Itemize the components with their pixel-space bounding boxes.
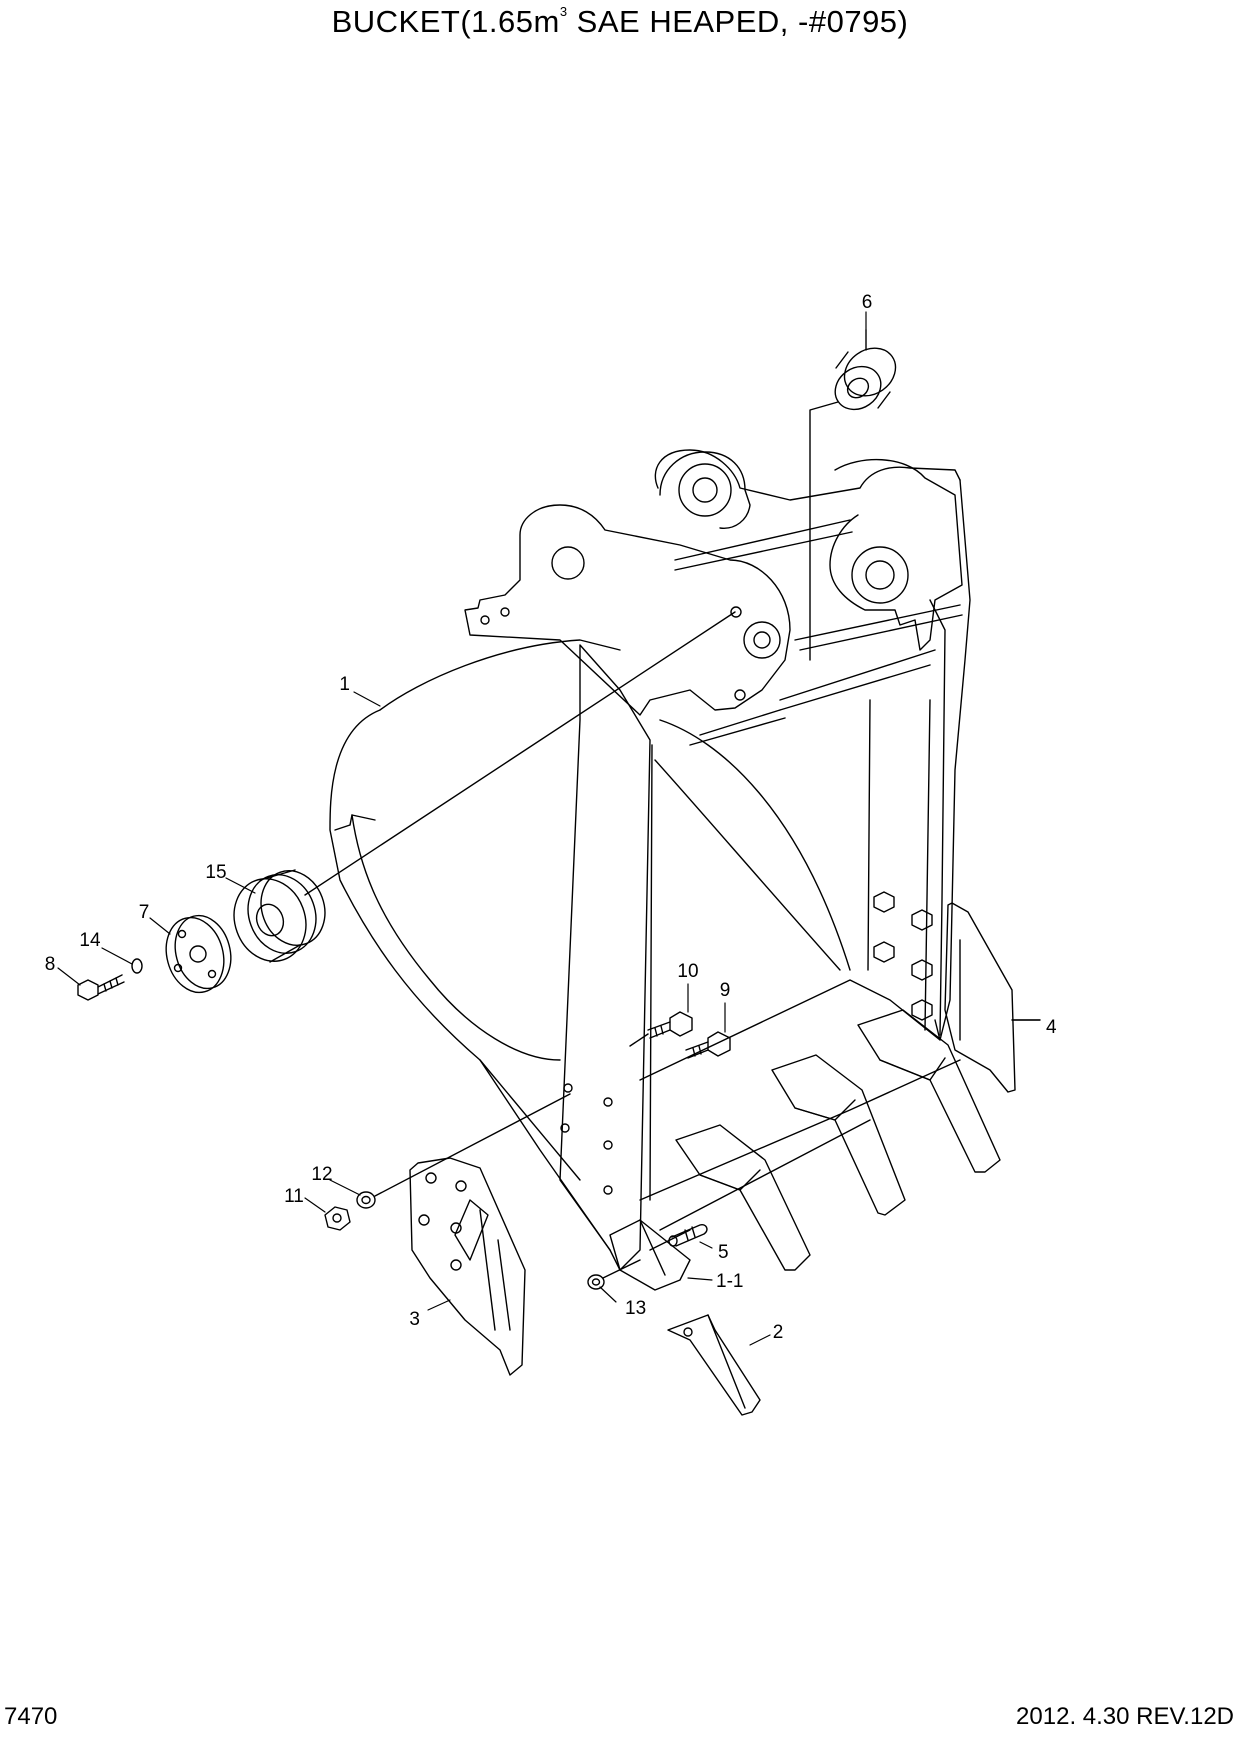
washer-plate-part-7 <box>158 909 239 999</box>
tooth-row <box>676 1010 1000 1270</box>
page-title: BUCKET(1.65m3 SAE HEAPED, -#0795) <box>0 4 1240 40</box>
callout-1: 1 <box>339 674 350 695</box>
leader-lines <box>58 312 1040 1345</box>
washer-part-14 <box>132 959 142 973</box>
right-plate-bolts <box>874 892 932 1020</box>
bolt-part-8 <box>78 975 124 1000</box>
pin-part-5 <box>669 1225 707 1246</box>
nut-part-11 <box>325 1207 350 1230</box>
callout-2: 2 <box>773 1322 784 1343</box>
bolt-part-10 <box>630 1012 692 1046</box>
revision-date: 2012. 4.30 REV.12D <box>1016 1703 1234 1730</box>
callout-9: 9 <box>720 980 731 1001</box>
callout-1-1: 1-1 <box>716 1271 743 1292</box>
side-cutter-part-3 <box>410 1158 525 1375</box>
callout-labels: 6 1 15 7 14 8 10 9 4 12 11 5 1-1 13 3 2 <box>45 292 1057 1343</box>
side-cutter-part-4 <box>945 903 1040 1092</box>
loose-tooth-part-2 <box>668 1315 760 1415</box>
callout-12: 12 <box>311 1164 332 1185</box>
callout-7: 7 <box>139 902 150 923</box>
bushing-part-6 <box>810 330 905 660</box>
bolt-part-9 <box>686 1032 730 1058</box>
callout-10: 10 <box>677 961 698 982</box>
washer-part-13 <box>588 1260 640 1289</box>
bucket-body-part-1 <box>330 450 970 1290</box>
callout-3: 3 <box>409 1309 420 1330</box>
callout-6: 6 <box>862 292 873 313</box>
callout-8: 8 <box>45 954 56 975</box>
page-number: 7470 <box>4 1703 58 1730</box>
callout-15: 15 <box>205 862 226 883</box>
title-superscript: 3 <box>559 4 568 19</box>
callout-4: 4 <box>1046 1017 1057 1038</box>
callout-11: 11 <box>284 1186 304 1207</box>
callout-14: 14 <box>79 930 101 951</box>
shims-part-15 <box>223 612 735 971</box>
title-main: BUCKET(1.65m <box>331 4 560 39</box>
callout-5: 5 <box>718 1242 729 1263</box>
title-rest: SAE HEAPED, -#0795) <box>567 4 909 39</box>
washer-part-12 <box>357 1094 570 1208</box>
callout-13: 13 <box>625 1298 646 1319</box>
